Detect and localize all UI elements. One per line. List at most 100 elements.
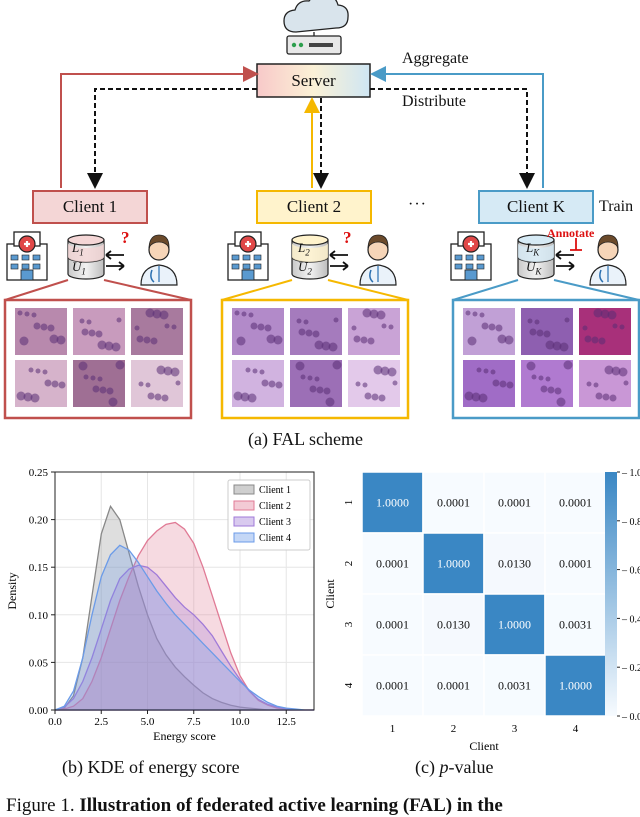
caption-a: (a) FAL scheme — [248, 429, 363, 449]
histology-patch — [73, 308, 125, 355]
y-tick-label: 0.20 — [29, 515, 49, 527]
hospital-icon — [6, 231, 48, 281]
heatmap-value: 0.0001 — [376, 557, 409, 571]
histology-patch — [232, 360, 284, 407]
heatmap-value: 0.0001 — [559, 496, 592, 510]
client-1-box — [32, 190, 148, 224]
heatmap-value: 0.0031 — [498, 679, 531, 693]
heatmap-cell — [361, 654, 424, 717]
arrow-icon — [555, 250, 575, 271]
doctor-icon — [359, 234, 397, 286]
client-k-label: Client K — [506, 197, 566, 216]
colorbar-tick-label: – 1.0 — [621, 468, 640, 479]
histology-patch — [290, 308, 342, 355]
heatmap-value: 0.0031 — [559, 618, 592, 632]
x-tick-label: 1 — [390, 723, 396, 735]
y-tick-label: 0.10 — [29, 610, 49, 622]
colorbar — [605, 472, 617, 716]
histology-patch — [521, 360, 573, 407]
x-axis-label: Energy score — [153, 729, 216, 743]
ellipsis: ··· — [408, 196, 427, 213]
cloud-server-icon — [283, 0, 349, 55]
heatmap-value: 0.0001 — [498, 496, 531, 510]
y-tick-label: 0.05 — [29, 657, 49, 669]
histology-patch — [579, 360, 631, 407]
histology-patch — [348, 308, 400, 355]
heatmap-cell — [361, 532, 424, 595]
heatmap-value: 0.0001 — [437, 679, 470, 693]
heatmap-value: 1.0000 — [376, 496, 409, 510]
histology-patch — [463, 360, 515, 407]
colorbar-tick-label: – 0.8 — [621, 517, 640, 528]
server-label: Server — [291, 70, 336, 90]
x-tick-label: 5.0 — [141, 716, 155, 728]
distribute-label: Distribute — [402, 93, 466, 110]
heatmap-value: 0.0001 — [559, 557, 592, 571]
client-1-label: Client 1 — [62, 197, 118, 216]
histology-patch — [348, 360, 400, 407]
kde-series-4 — [54, 544, 314, 711]
unlabeled-set-k: UK — [526, 259, 542, 277]
histology-patch — [463, 308, 515, 355]
y-tick-label: 0.15 — [29, 562, 49, 574]
colorbar-tick-label: – 0.6 — [621, 566, 640, 577]
y-tick-label: 4 — [343, 682, 355, 688]
legend-label: Client 2 — [259, 501, 291, 512]
y-tick-label: 1 — [343, 500, 355, 506]
figure-caption: Figure 1. Illustration of federated acti… — [6, 795, 503, 816]
heatmap-cell — [544, 471, 607, 534]
histology-patch — [521, 308, 573, 355]
client-2-label: Client 2 — [286, 197, 342, 216]
histology-patch — [15, 360, 67, 407]
x-tick-label: 12.5 — [277, 716, 297, 728]
arrow-icon — [329, 250, 349, 271]
doctor-icon — [589, 234, 627, 286]
legend-swatch — [233, 500, 255, 511]
y-tick-label: 0.25 — [29, 467, 49, 479]
aggregate-label: Aggregate — [402, 50, 469, 67]
x-tick-label: 2 — [451, 723, 457, 735]
hospital-icon — [450, 231, 492, 281]
y-tick-label: 2 — [343, 561, 355, 567]
histology-patch — [290, 360, 342, 407]
caption-c: (c) p-value — [415, 757, 494, 777]
legend-swatch — [233, 516, 255, 527]
histology-patch — [232, 308, 284, 355]
annotate-label: Annotate — [547, 226, 595, 240]
heatmap-value: 0.0001 — [376, 679, 409, 693]
client-k-box — [478, 190, 594, 224]
fal-scheme-diagram — [3, 0, 640, 420]
histology-patch — [131, 308, 183, 355]
histology-patch — [73, 360, 125, 407]
caption-b: (b) KDE of energy score — [62, 757, 240, 777]
database-icon — [517, 234, 555, 280]
kde-series-3 — [54, 564, 314, 711]
train-label: Train — [599, 198, 634, 215]
colorbar-tick-label: – 0.2 — [621, 663, 640, 674]
heatmap-value: 1.0000 — [559, 679, 592, 693]
database-icon — [291, 234, 329, 280]
x-tick-label: 2.5 — [94, 716, 108, 728]
labeled-set-2: L2 — [298, 240, 310, 258]
doctor-icon — [140, 234, 178, 286]
unlabeled-set-2: U2 — [298, 259, 312, 277]
heatmap-cell — [361, 593, 424, 656]
hospital-icon — [227, 231, 269, 281]
heatmap-value: 1.0000 — [437, 557, 470, 571]
unlabeled-set-1: U1 — [72, 259, 86, 277]
legend-swatch — [233, 484, 255, 495]
legend-swatch — [233, 532, 255, 543]
labeled-set-1: L1 — [72, 240, 84, 258]
histology-patch — [579, 308, 631, 355]
colorbar-tick-label: – 0.0 — [621, 712, 640, 723]
x-tick-label: 7.5 — [187, 716, 201, 728]
client-2-box — [256, 190, 372, 224]
legend-label: Client 1 — [259, 485, 291, 496]
question-mark-1: ? — [121, 228, 130, 247]
x-tick-label: 4 — [573, 723, 579, 735]
histology-patch — [131, 360, 183, 407]
kde-series-2 — [54, 521, 314, 711]
